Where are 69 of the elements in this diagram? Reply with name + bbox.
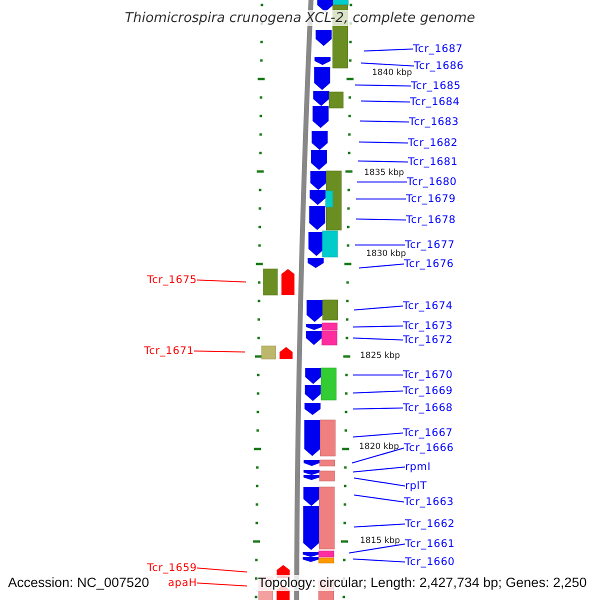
- gene-label: Tcr_1669: [403, 384, 453, 398]
- leader-line: [194, 350, 246, 353]
- gene-label: Tcr_1672: [403, 334, 453, 346]
- scale-label: 1840 kbp: [372, 68, 412, 78]
- gene-label: Tcr_1676: [404, 258, 454, 270]
- leader-line: [352, 325, 404, 328]
- gene-label: Tcr_1670: [403, 368, 453, 382]
- leader-line: [352, 447, 404, 464]
- gene-label: Tcr_1671: [144, 344, 194, 358]
- gene-label: Tcr_1673: [403, 320, 453, 332]
- footer-text: Topology: circular; Length: 2,427,734 bp; Genes: 2,250: [258, 575, 587, 591]
- leader-line: [358, 263, 404, 269]
- leader-line: [358, 160, 408, 163]
- leader-line: [360, 120, 410, 123]
- leader-line: [355, 244, 405, 246]
- footer-text: Accession: NC_007520: [8, 575, 150, 591]
- gene-label: Tcr_1687: [413, 42, 463, 56]
- gene-label: Tcr_1662: [405, 518, 455, 530]
- leader-line: [352, 466, 406, 473]
- gene-label: Tcr_1666: [404, 442, 454, 454]
- leader-line: [352, 558, 406, 563]
- leader-line: [352, 390, 404, 394]
- leader-line: [360, 62, 414, 67]
- gene-label: Tcr_1679: [406, 192, 456, 206]
- scale-label: 1815 kbp: [360, 536, 400, 546]
- leader-line: [356, 218, 406, 221]
- diagram-title: Thiomicrospira crunogena XCL-2, complete genome: [122, 10, 478, 26]
- scale-label: 1830 kbp: [366, 249, 406, 259]
- leader-line: [354, 523, 406, 528]
- gene-label: Tcr_1678: [406, 214, 456, 226]
- leader-line: [354, 305, 404, 311]
- gene-label: Tcr_1660: [405, 556, 455, 568]
- leader-line: [348, 543, 406, 554]
- gene-label: Tcr_1677: [405, 238, 455, 252]
- gene-label: Tcr_1684: [410, 96, 460, 108]
- leader-line: [354, 477, 406, 487]
- leader-line: [360, 100, 410, 103]
- gene-label: Tcr_1682: [408, 136, 458, 150]
- leader-line: [354, 494, 404, 503]
- gene-label: Tcr_1668: [403, 402, 453, 414]
- gene-label: Tcr_1667: [403, 426, 453, 440]
- gene-label: Tcr_1659: [147, 562, 197, 574]
- leader-line: [352, 407, 404, 410]
- leader-line: [353, 374, 403, 376]
- gene-label: rpmI: [405, 460, 431, 474]
- leader-line: [352, 337, 404, 341]
- leader-line: [355, 84, 411, 87]
- gene-label: Tcr_1661: [405, 538, 455, 550]
- gene-label: Tcr_1675: [147, 274, 197, 286]
- gene-label: apaH: [168, 576, 197, 590]
- leader-line: [196, 567, 248, 573]
- leader-line: [196, 279, 246, 283]
- leader-line: [196, 582, 248, 587]
- gene-label: Tcr_1686: [414, 60, 464, 72]
- gene-label: Tcr_1680: [407, 176, 457, 188]
- leader-line: [358, 141, 408, 144]
- leader-line: [356, 198, 406, 200]
- gene-label: Tcr_1663: [404, 496, 454, 508]
- gene-label: Tcr_1685: [411, 80, 461, 92]
- scale-label: 1820 kbp: [359, 442, 400, 452]
- leader-line: [364, 48, 414, 52]
- leader-line: [352, 432, 404, 438]
- gene-label: Tcr_1681: [408, 156, 458, 168]
- gene-label: Tcr_1674: [403, 300, 453, 312]
- gene-label: rplT: [405, 480, 427, 492]
- gene-label: Tcr_1683: [409, 116, 459, 128]
- leader-line: [357, 181, 407, 183]
- scale-label: 1825 kbp: [360, 351, 400, 361]
- scale-label: 1835 kbp: [364, 168, 404, 178]
